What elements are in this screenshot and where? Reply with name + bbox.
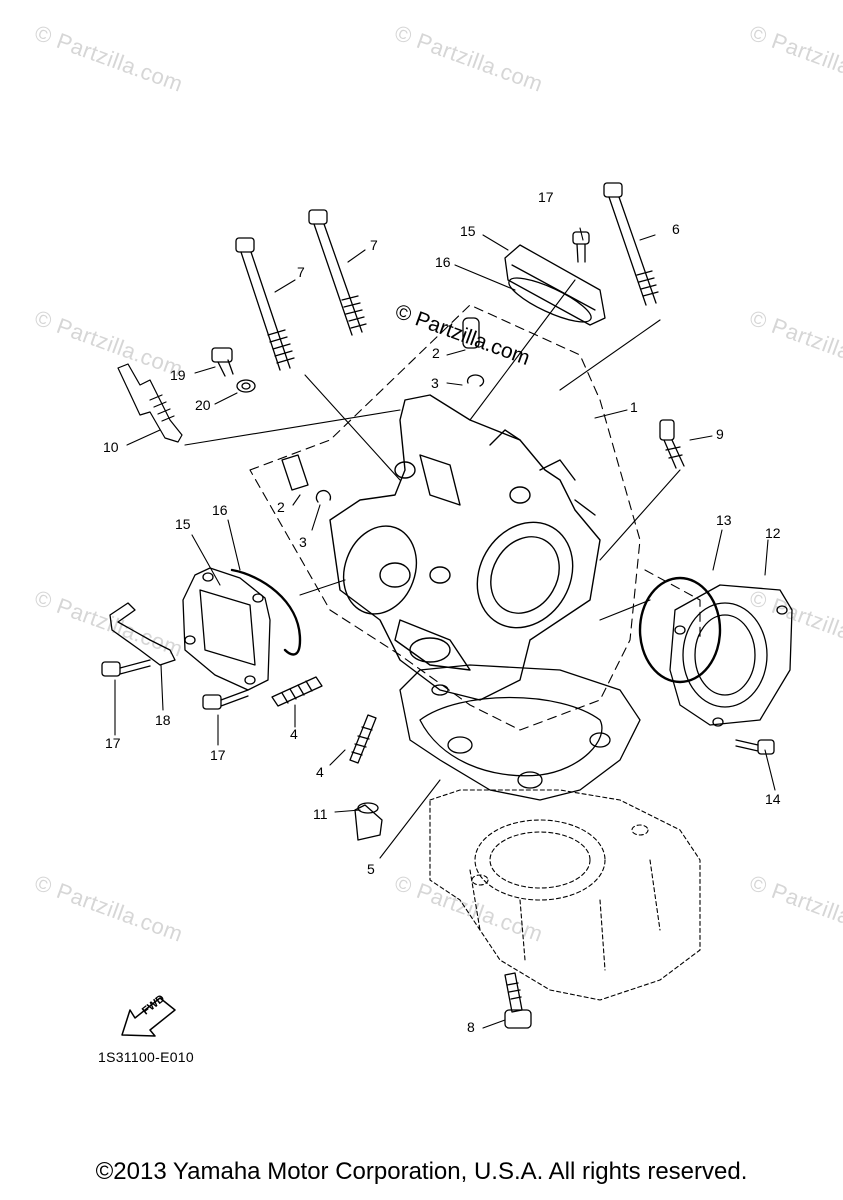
callout-17[interactable]: 17 <box>210 747 226 763</box>
bolt-8 <box>504 972 532 1029</box>
breather-cover-top <box>504 244 606 326</box>
callout-9[interactable]: 9 <box>716 426 724 442</box>
studs-and-dowels <box>271 676 383 841</box>
callout-3[interactable]: 3 <box>299 534 307 550</box>
leader-lines <box>114 227 776 1029</box>
callout-16[interactable]: 16 <box>212 502 228 518</box>
fwd-arrow <box>121 997 176 1037</box>
dowels-and-clips <box>281 317 485 503</box>
callout-6[interactable]: 6 <box>672 221 680 237</box>
callout-17[interactable]: 17 <box>105 735 121 751</box>
callout-2[interactable]: 2 <box>277 499 285 515</box>
cylinder-head <box>329 394 601 701</box>
spark-plug <box>117 363 183 443</box>
callout-20[interactable]: 20 <box>195 397 211 413</box>
diagram-code: 1S31100-E010 <box>98 1049 194 1065</box>
callout-13[interactable]: 13 <box>716 512 732 528</box>
callout-15[interactable]: 15 <box>175 516 191 532</box>
bolt-6-right <box>603 182 659 306</box>
cylinder-head-bolts <box>235 182 659 371</box>
callout-3[interactable]: 3 <box>431 375 439 391</box>
callout-2[interactable]: 2 <box>432 345 440 361</box>
callout-15[interactable]: 15 <box>460 223 476 239</box>
callout-10[interactable]: 10 <box>103 439 119 455</box>
callout-4[interactable]: 4 <box>290 726 298 742</box>
bolt-7-center <box>308 209 367 336</box>
small-bolts <box>211 231 685 469</box>
callout-7[interactable]: 7 <box>297 264 305 280</box>
assembly-dashed-outline <box>249 304 701 731</box>
callout-17[interactable]: 17 <box>538 189 554 205</box>
callout-14[interactable]: 14 <box>765 791 781 807</box>
callout-4[interactable]: 4 <box>316 764 324 780</box>
cylinder-block-dashed <box>429 789 701 1001</box>
head-gasket <box>399 664 641 801</box>
callout-18[interactable]: 18 <box>155 712 171 728</box>
callout-11[interactable]: 11 <box>313 806 328 822</box>
bolt-7-left <box>235 237 295 371</box>
callout-1[interactable]: 1 <box>630 399 638 415</box>
valve-cover-left <box>182 567 302 691</box>
callout-5[interactable]: 5 <box>367 861 375 877</box>
bracket-and-bolts <box>101 602 249 710</box>
callout-8[interactable]: 8 <box>467 1019 475 1035</box>
callout-7[interactable]: 7 <box>370 237 378 253</box>
copyright-notice: ©2013 Yamaha Motor Corporation, U.S.A. A… <box>95 1158 748 1185</box>
exhaust-cover-right <box>638 576 793 755</box>
callout-16[interactable]: 16 <box>435 254 451 270</box>
callout-19[interactable]: 19 <box>170 367 186 383</box>
callout-12[interactable]: 12 <box>765 525 781 541</box>
